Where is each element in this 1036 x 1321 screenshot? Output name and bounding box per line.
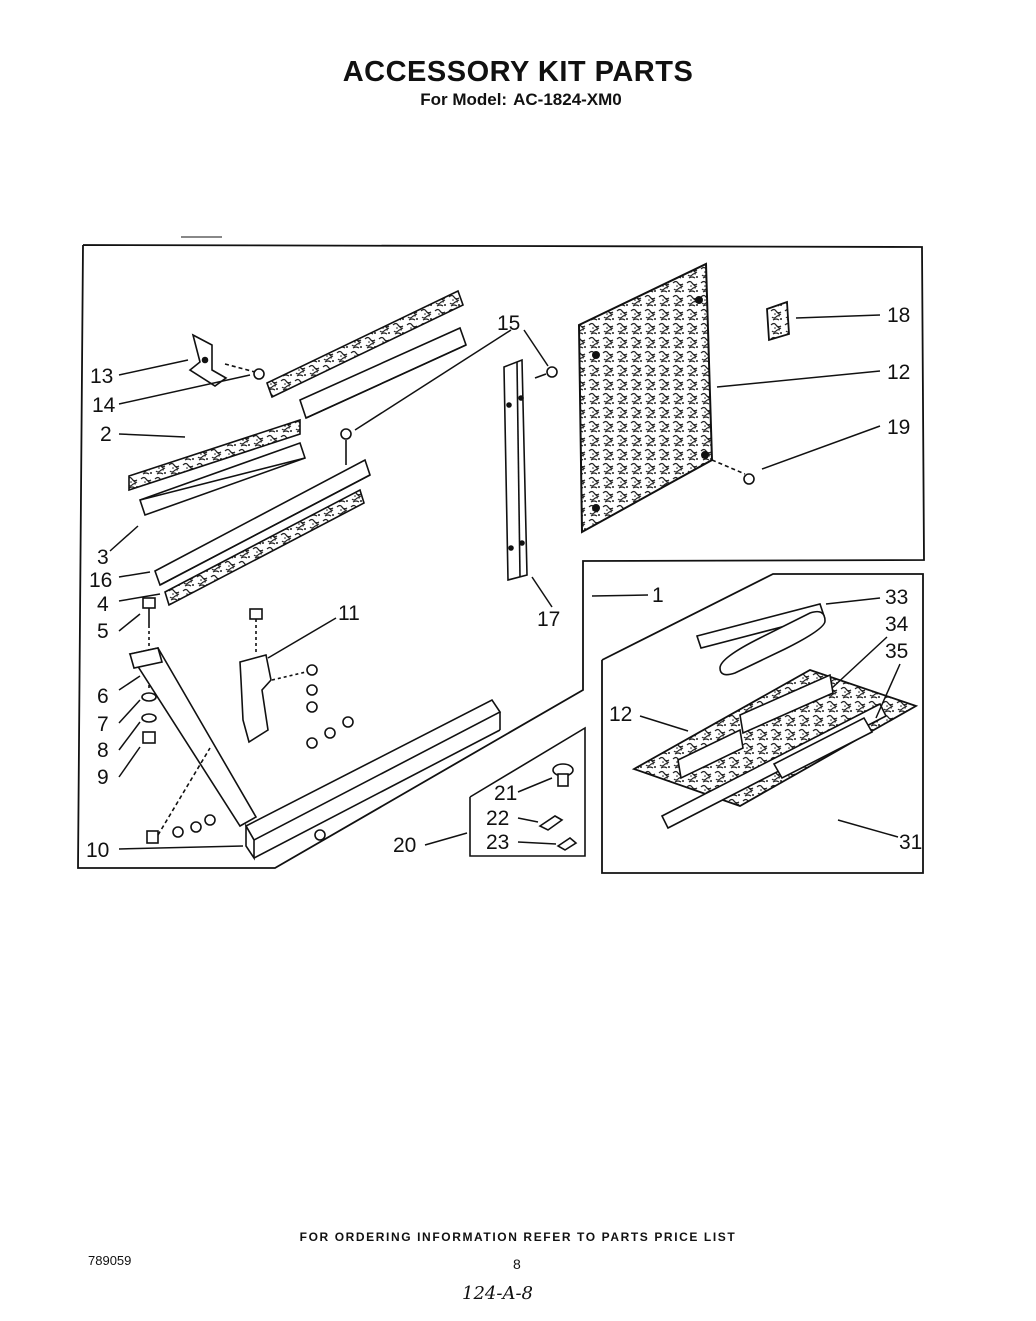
callout-13: 13 bbox=[90, 365, 113, 388]
callout-7: 7 bbox=[97, 713, 109, 736]
part-13-bracket bbox=[188, 333, 228, 387]
part-17-post bbox=[503, 358, 528, 582]
part-21-knob bbox=[552, 763, 574, 787]
model-label: For Model: bbox=[420, 90, 508, 109]
part-4-strip bbox=[164, 488, 365, 607]
callout-14: 14 bbox=[92, 394, 116, 417]
page-number: 8 bbox=[513, 1256, 521, 1272]
callout-4: 4 bbox=[97, 593, 109, 616]
subkit-panel-12 bbox=[631, 669, 919, 807]
part-35-channel bbox=[660, 702, 888, 830]
part-10-bottom-rail bbox=[172, 698, 502, 861]
callout-labels: 13 14 2 3 16 4 5 6 7 8 9 10 11 15 17 18 … bbox=[86, 304, 922, 862]
part-19-screw bbox=[711, 459, 755, 485]
part-22-clip bbox=[538, 815, 564, 831]
callout-16: 16 bbox=[89, 569, 112, 592]
callout-35: 35 bbox=[885, 640, 908, 663]
callout-33: 33 bbox=[885, 586, 908, 609]
callout-15: 15 bbox=[497, 312, 520, 335]
model-line: For Model: AC-1824-XM0 bbox=[0, 90, 1036, 110]
callout-17: 17 bbox=[537, 608, 560, 631]
callout-34: 34 bbox=[885, 613, 909, 636]
callout-2: 2 bbox=[100, 423, 112, 446]
callout-19: 19 bbox=[887, 416, 910, 439]
diagram-frame bbox=[77, 236, 925, 869]
part-6-leg-brace bbox=[128, 647, 258, 828]
callout-9: 9 bbox=[97, 766, 109, 789]
part-11-bracket bbox=[239, 608, 354, 749]
callout-1: 1 bbox=[652, 584, 664, 607]
part-15-screw bbox=[340, 366, 558, 465]
callout-12-panel: 12 bbox=[887, 361, 910, 384]
part-18-clip bbox=[766, 300, 790, 342]
handwritten-reference: 124-A-8 bbox=[462, 1283, 533, 1304]
model-number: AC-1824-XM0 bbox=[513, 90, 622, 109]
part-14-screw bbox=[224, 363, 265, 380]
callout-5: 5 bbox=[97, 620, 109, 643]
part-23-clip bbox=[556, 837, 578, 851]
part-8-washer bbox=[141, 713, 157, 723]
part-7-washer bbox=[141, 692, 157, 702]
page-title: ACCESSORY KIT PARTS bbox=[342, 56, 694, 88]
part-9-nut bbox=[142, 731, 156, 744]
callout-11: 11 bbox=[338, 602, 360, 625]
callout-6: 6 bbox=[97, 685, 109, 708]
callout-20: 20 bbox=[393, 834, 416, 857]
callout-18: 18 bbox=[887, 304, 910, 327]
ordering-note: FOR ORDERING INFORMATION REFER TO PARTS … bbox=[299, 1230, 737, 1244]
callout-22: 22 bbox=[486, 807, 509, 830]
part-9b-bolt bbox=[146, 747, 211, 844]
document-number: 789059 bbox=[88, 1253, 132, 1268]
hardware-bag-frame bbox=[469, 726, 586, 857]
callout-8: 8 bbox=[97, 739, 109, 762]
part-33-seal bbox=[695, 603, 826, 676]
part-16-channel bbox=[154, 458, 371, 587]
subkit-frame bbox=[601, 573, 924, 874]
callout-31: 31 bbox=[899, 831, 922, 854]
callout-23: 23 bbox=[486, 831, 509, 854]
callout-12-subkit: 12 bbox=[609, 703, 632, 726]
part-2-rail bbox=[128, 289, 467, 517]
callout-21: 21 bbox=[494, 782, 517, 805]
callout-3: 3 bbox=[97, 546, 109, 569]
part-12-panel bbox=[577, 262, 714, 534]
callout-10: 10 bbox=[86, 839, 109, 862]
part-34-block bbox=[677, 673, 834, 780]
leader-lines bbox=[109, 314, 901, 850]
